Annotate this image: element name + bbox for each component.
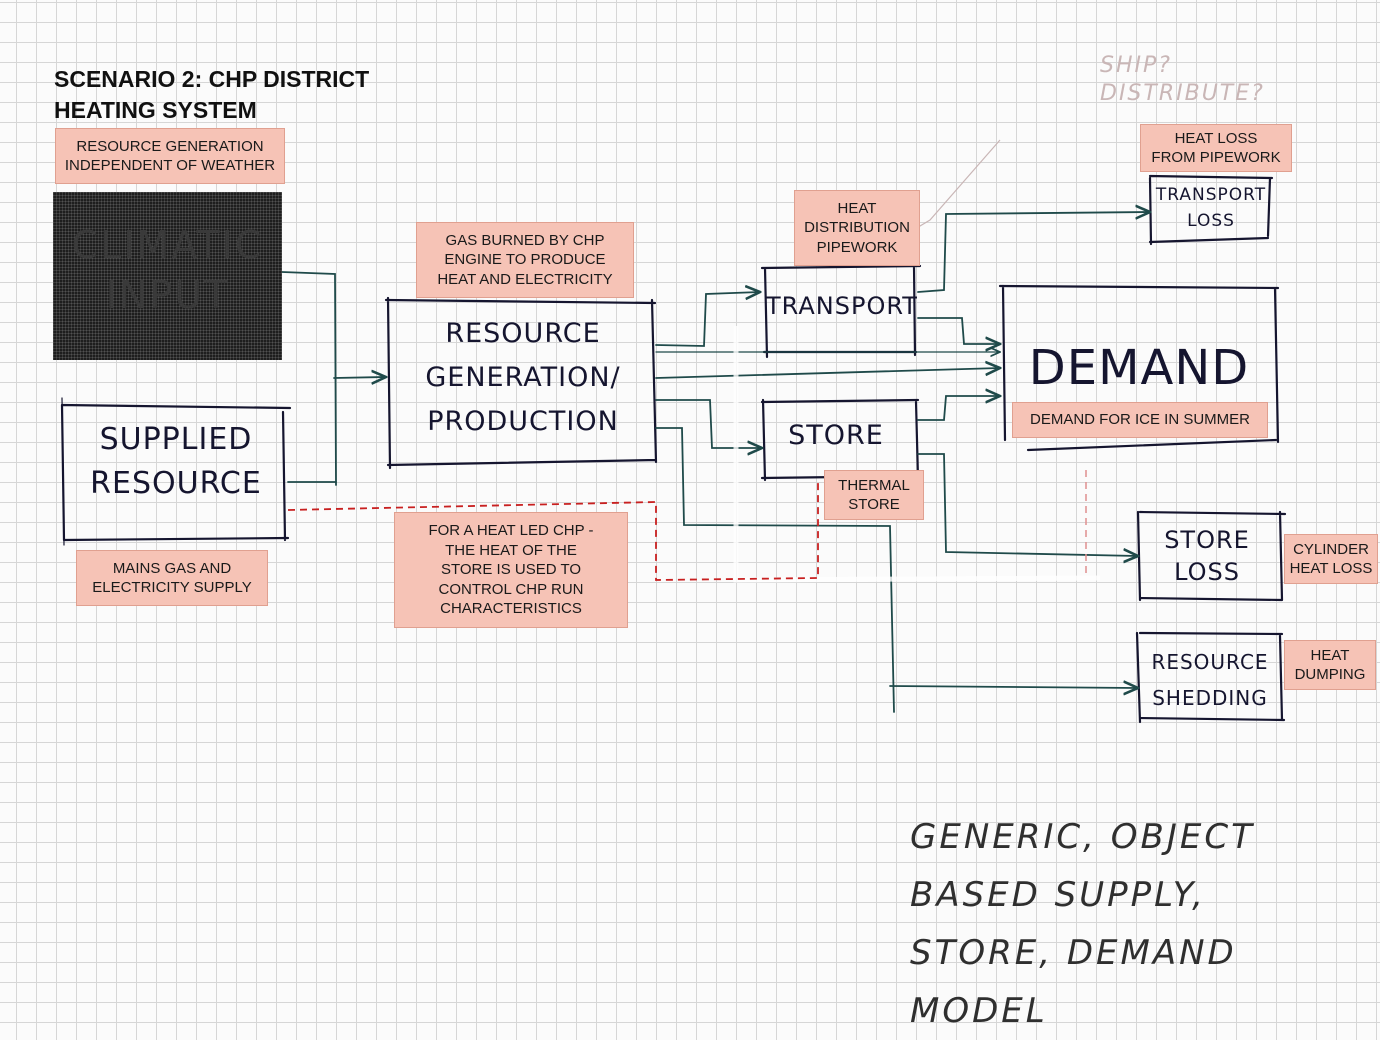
store-loss-label: STORE LOSS [1164,526,1250,586]
climatic-input-box [53,192,282,360]
generation-to-demand [655,368,1000,379]
note-heat-dumping: HEAT DUMPING [1284,640,1376,690]
note-cylinder-heat-loss: CYLINDER HEAT LOSS [1284,534,1378,584]
demand-box [998,284,1280,452]
note-heat-led-chp: FOR A HEAT LED CHP - THE HEAT OF THE STO… [394,512,628,628]
generation-to-store [655,399,762,448]
note-heat-loss-pipework: HEAT LOSS FROM PIPEWORK [1140,124,1292,172]
supplied-resource-label: SUPPLIED RESOURCE [90,422,262,501]
resource-generation-box [384,296,658,470]
store-to-demand [917,396,1000,421]
transport-loss-label: TRANSPORT LOSS [1155,185,1267,231]
resource-shedding-label: RESOURCE SHEDDING [1151,650,1269,710]
generation-to-shedding [655,427,895,713]
demand-label: DEMAND [1028,340,1250,396]
climatic-connector [281,271,337,486]
diagram-canvas [55,139,1287,724]
transport-box [760,264,922,359]
note-heat-distribution: HEAT DISTRIBUTION PIPEWORK [794,190,920,266]
page-title: SCENARIO 2: CHP DISTRICT HEATING SYSTEM [54,66,370,123]
note-gas-burned: GAS BURNED BY CHP ENGINE TO PRODUCE HEAT… [416,222,634,298]
heat-led-control-loop [287,480,819,581]
note-thermal-store: THERMAL STORE [824,470,924,520]
transport-to-loss [917,212,1150,293]
footer-note: GENERIC, OBJECT BASED SUPPLY, STORE, DEM… [910,817,1255,1031]
pencil-question: SHIP? DISTRIBUTE? [1100,53,1265,106]
resource-shedding-box [1135,631,1286,724]
store-label: STORE [788,420,884,451]
resource-generation-label: RESOURCE GENERATION/ PRODUCTION [425,318,621,437]
transport-label: TRANSPORT [766,292,918,320]
transport-to-demand [917,317,1000,344]
store-to-loss [917,453,1138,556]
climatic-input-label: CLIMATIC INPUT [71,223,264,317]
generation-to-transport [655,292,760,347]
note-demand-ice: DEMAND FOR ICE IN SUMMER [1012,402,1268,438]
bus-to-generation [333,377,386,378]
store-box [760,398,920,482]
note-mains-gas: MAINS GAS AND ELECTRICITY SUPPLY [76,550,268,606]
note-resource-generation: RESOURCE GENERATION INDEPENDENT OF WEATH… [55,128,285,184]
